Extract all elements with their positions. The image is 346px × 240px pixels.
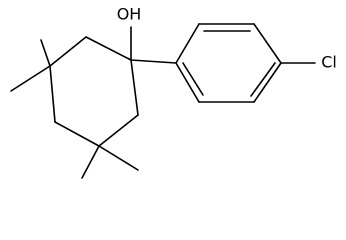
benzene-bond-4 xyxy=(253,62,282,103)
methyl-bond-c5-right xyxy=(98,145,139,171)
methyl-bond-c3-upper xyxy=(40,39,51,67)
methyl-groups xyxy=(10,39,139,179)
structure-diagram: OH Cl xyxy=(10,5,337,179)
benzene-double-bond-left xyxy=(182,62,204,96)
ring-bond-c5-c6 xyxy=(98,114,139,147)
ring-bond-c1-c2 xyxy=(85,36,132,61)
benzene-bond-1 xyxy=(175,23,200,64)
hydroxyl-label: OH xyxy=(117,5,142,24)
benzene-ring xyxy=(175,23,282,103)
methyl-bond-c3-left xyxy=(10,65,51,92)
benzene-double-bond-right xyxy=(250,62,276,97)
ring-bond-c6-c1 xyxy=(130,59,139,116)
benzene-bond-3 xyxy=(253,23,282,64)
ring-bond-c3-c4 xyxy=(49,65,56,123)
ring-bond-c4-c5 xyxy=(54,121,100,147)
chlorine-label: Cl xyxy=(321,53,337,72)
benzene-bond-6 xyxy=(175,62,200,103)
ring-bond-c2-c3 xyxy=(49,36,87,67)
methyl-bond-c5-lower xyxy=(81,145,100,179)
ring-link-bond xyxy=(130,59,177,64)
cyclohexane-ring xyxy=(49,36,139,147)
